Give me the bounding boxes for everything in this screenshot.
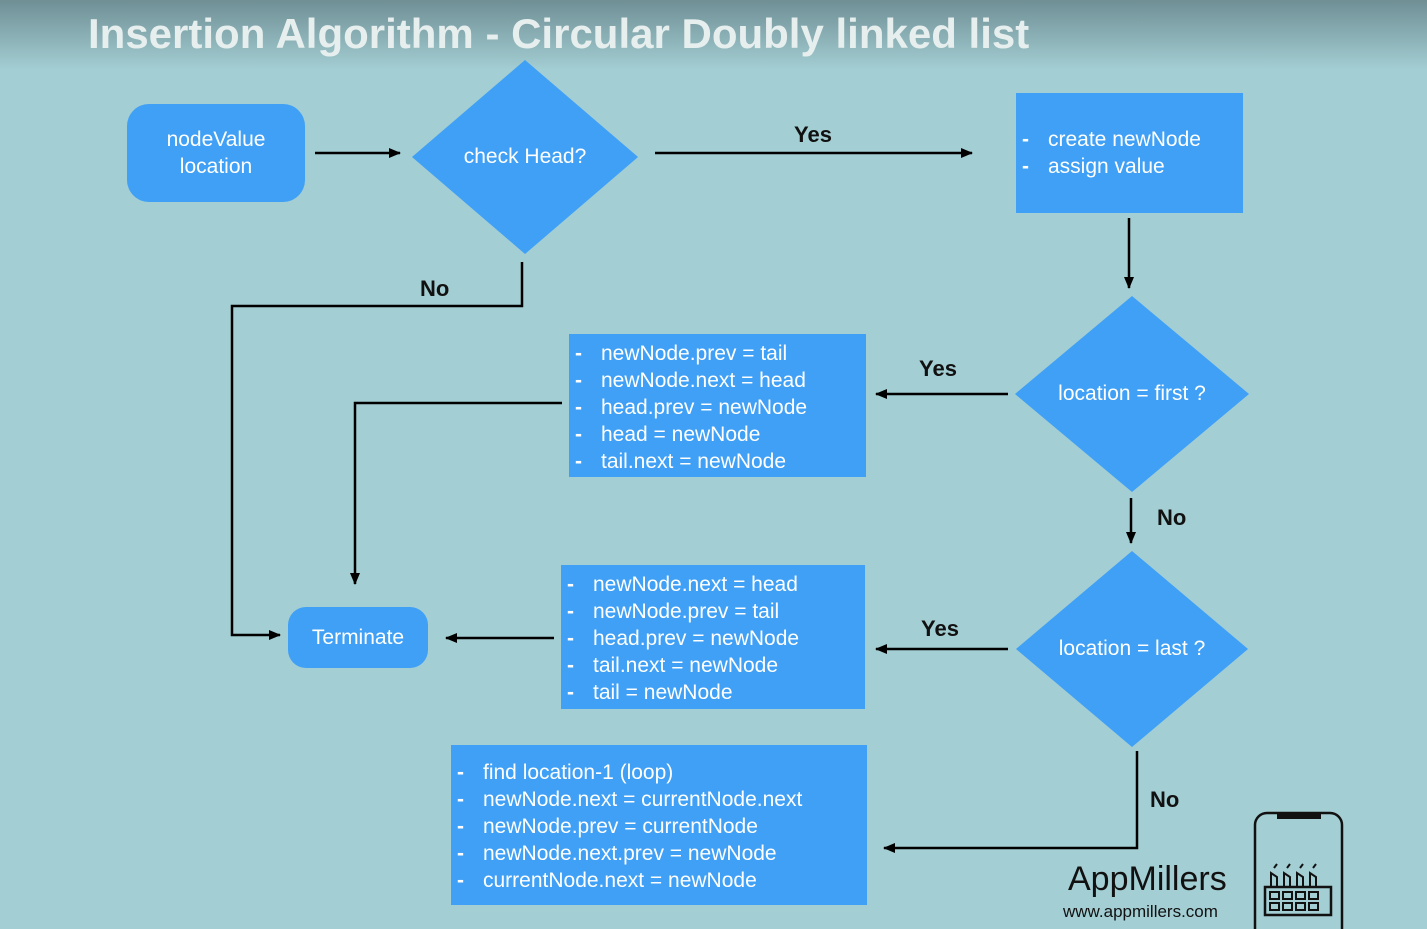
middle-steps-box: -find location-1 (loop) -newNode.next = … (451, 745, 867, 905)
first-step-item: -newNode.prev = tail (575, 342, 788, 365)
check-head-diamond (412, 60, 638, 254)
last-step-item: -newNode.next = head (567, 573, 798, 596)
phone-logo-icon (1253, 811, 1344, 929)
middle-step-item: -currentNode.next = newNode (457, 869, 757, 892)
location-last-diamond (1016, 551, 1248, 747)
middle-step-item: -find location-1 (loop) (457, 761, 674, 784)
edge-first-steps-to-terminate (350, 401, 562, 585)
brand-name: AppMillers (1068, 860, 1227, 898)
first-steps-box: -newNode.prev = tail -newNode.next = hea… (569, 334, 866, 477)
terminate-node: Terminate (288, 607, 428, 668)
first-step-item: -newNode.next = head (575, 369, 806, 392)
check-head-label: check Head? (463, 145, 587, 168)
create-node-box: -create newNode -assign value (1016, 93, 1243, 213)
edge-label-first-yes: Yes (919, 356, 957, 381)
create-node-item: -create newNode (1022, 128, 1201, 151)
last-step-item: -newNode.prev = tail (567, 600, 780, 623)
last-step-item: -tail.next = newNode (567, 654, 779, 677)
middle-step-item: -newNode.prev = currentNode (457, 815, 758, 838)
create-node-item: -assign value (1022, 155, 1165, 178)
last-steps-box: -newNode.next = head -newNode.prev = tai… (561, 565, 865, 709)
location-last-label: location = last ? (1058, 637, 1206, 660)
start-node-line2: location (179, 155, 253, 178)
edge-check-no (230, 262, 524, 640)
diagram-title: Insertion Algorithm - Circular Doubly li… (88, 10, 1030, 57)
edge-label-head-no: No (420, 276, 450, 301)
first-step-item: -head = newNode (575, 423, 761, 446)
edge-label-head-yes: Yes (794, 122, 832, 147)
first-step-item: -tail.next = newNode (575, 450, 787, 473)
middle-step-item: -newNode.next = currentNode.next (457, 788, 803, 811)
edge-label-last-yes: Yes (921, 616, 959, 641)
last-step-item: -head.prev = newNode (567, 627, 800, 650)
edge-last-no (883, 751, 1139, 853)
top-shade (0, 0, 1427, 70)
start-node: nodeValue location (127, 104, 305, 202)
location-first-diamond (1015, 296, 1249, 492)
edge-label-last-no: No (1150, 787, 1180, 812)
first-step-item: -head.prev = newNode (575, 396, 808, 419)
terminate-label: Terminate (311, 626, 405, 649)
edge-label-first-no: No (1157, 505, 1187, 530)
brand-url: www.appmillers.com (1063, 902, 1218, 921)
middle-step-item: -newNode.next.prev = newNode (457, 842, 777, 865)
location-first-label: location = first ? (1058, 382, 1206, 405)
last-step-item: -tail = newNode (567, 681, 733, 704)
start-node-line1: nodeValue (166, 128, 266, 151)
